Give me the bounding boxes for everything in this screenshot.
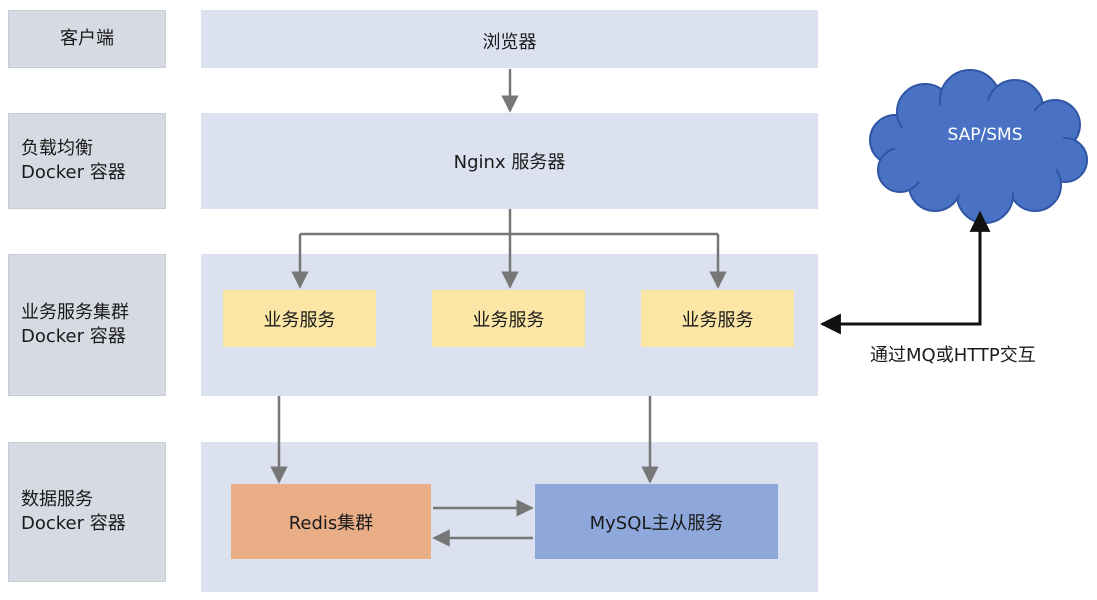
row-label-line: 负载均衡 xyxy=(21,138,93,159)
row-label-client-text: 客户端 xyxy=(60,28,114,49)
browser-node: 浏览器 xyxy=(482,32,537,53)
business-service-label: 业务服务 xyxy=(681,309,754,331)
row-label-line: Docker 容器 xyxy=(21,162,126,183)
cloud-shape xyxy=(869,69,1088,224)
arrow-nginx-to-services xyxy=(291,209,727,289)
mysql-label: MySQL主从服务 xyxy=(589,512,724,534)
business-service-label: 业务服务 xyxy=(263,309,336,331)
row-label-client: 客户端 xyxy=(8,10,166,68)
integration-label: 通过MQ或HTTP交互 xyxy=(870,345,1036,366)
band-load-balance xyxy=(201,113,818,209)
row-label-data: 数据服务 Docker 容器 xyxy=(8,442,166,582)
redis-cluster-node: Redis集群 xyxy=(231,484,431,559)
business-service-1: 业务服务 xyxy=(223,290,376,347)
row-label-business: 业务服务集群 Docker 容器 xyxy=(8,254,166,396)
business-service-label: 业务服务 xyxy=(472,309,545,331)
mysql-node: MySQL主从服务 xyxy=(535,484,778,559)
business-service-3: 业务服务 xyxy=(641,290,794,347)
row-label-line: 业务服务集群 xyxy=(21,302,129,323)
row-label-line: Docker 容器 xyxy=(21,326,126,347)
band-client xyxy=(201,10,818,68)
arrow-business-to-cloud xyxy=(819,210,991,335)
business-service-2: 业务服务 xyxy=(432,290,585,347)
nginx-node: Nginx 服务器 xyxy=(453,152,566,173)
row-label-line: Docker 容器 xyxy=(21,513,126,534)
redis-cluster-label: Redis集群 xyxy=(288,512,374,534)
row-label-load-balance: 负载均衡 Docker 容器 xyxy=(8,113,166,209)
row-label-line: 数据服务 xyxy=(21,489,93,510)
cloud-label: SAP/SMS xyxy=(947,125,1023,145)
